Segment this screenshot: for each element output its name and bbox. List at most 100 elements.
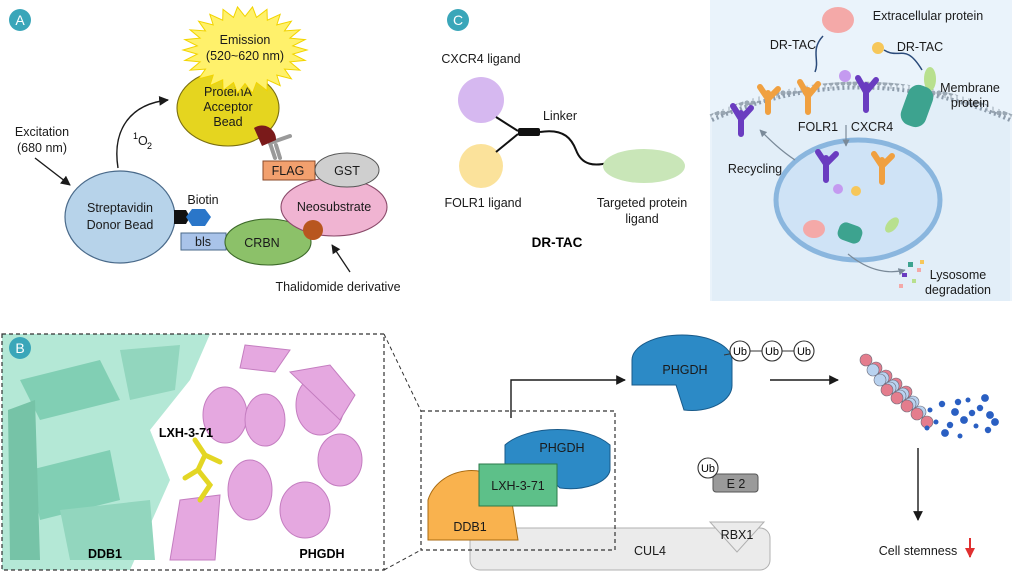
donor-bead-label-1: Streptavidin — [87, 201, 153, 215]
gst-label: GST — [334, 164, 360, 178]
peptide-dot — [924, 425, 930, 431]
peptide-dot — [933, 419, 939, 425]
peptide-dot — [973, 423, 979, 429]
ligand-connectors — [495, 116, 519, 153]
folr1-ligand-circle — [459, 144, 503, 188]
phgdh-ubiquitinated-label: PHGDH — [662, 363, 707, 377]
biotin-label: Biotin — [187, 193, 218, 207]
crbn-protein — [224, 218, 312, 266]
cxcr4-ligand-label: CXCR4 ligand — [441, 52, 520, 66]
streptavidin-cap-shape — [174, 210, 190, 224]
drtac-left-linker — [814, 35, 824, 73]
membrane-protein-label-1: Membrane — [940, 81, 1000, 95]
zoom-line-top — [383, 333, 422, 412]
peptide-dot — [965, 397, 971, 403]
acceptor-bead-label-3: Bead — [213, 115, 242, 129]
targeted-protein-ligand — [603, 149, 685, 183]
ddb1-structure-ribbon — [2, 334, 210, 570]
singlet-oxygen-label: O — [138, 134, 148, 148]
panel-c: C CXCR4 ligand FOLR1 ligand Linker Targe… — [441, 0, 1013, 301]
proteasome-subunit — [873, 373, 887, 387]
zoom-line-bottom — [383, 549, 422, 571]
degraded-fragments — [899, 260, 924, 288]
bls-label: bls — [195, 235, 211, 249]
phgdh-structure-ribbon — [169, 344, 363, 561]
extracellular-label: Extracellular protein — [873, 9, 984, 23]
protein-a-wedge — [254, 125, 277, 146]
degraded-peptides-icon — [924, 394, 999, 439]
endosome-receptor-folr1 — [871, 151, 895, 185]
donor-bead-label-2: Donor Bead — [87, 218, 154, 232]
phgdh-complex-label: PHGDH — [539, 441, 584, 455]
cxcr4-ligand-circle — [458, 77, 504, 123]
folr1-label: FOLR1 — [798, 120, 838, 134]
emission-wavelength: (520~620 nm) — [206, 49, 284, 63]
biotin-hexagon — [186, 209, 211, 226]
donor-bead — [64, 170, 176, 264]
peptide-dot — [941, 429, 949, 437]
panel-a-badge-label: A — [15, 12, 25, 28]
e2-ub-circle — [697, 457, 719, 479]
endosome-ligand-purple — [833, 184, 843, 194]
ubiquitination-arrow — [510, 375, 626, 418]
drtac-right-linker — [883, 49, 923, 71]
drtac-title: DR-TAC — [532, 235, 583, 250]
phgdh-complex-shape — [504, 429, 611, 490]
endosome-ligand-yellow — [851, 186, 861, 196]
e2-ub-label: Ub — [701, 463, 715, 475]
neosubstrate-label: Neosubstrate — [297, 200, 371, 214]
linker-label: Linker — [543, 109, 577, 123]
drtac-right-ligand — [872, 42, 884, 54]
peptide-dot — [986, 411, 994, 419]
proteasome-subunit — [900, 399, 914, 413]
recycled-receptor-2 — [757, 84, 781, 115]
panel-b: B LXH-3-71 DDB1 PHGDH CUL4 RBX1 E 2 Ub D… — [1, 333, 999, 571]
panel-c-badge — [447, 9, 469, 31]
excitation-label: Excitation — [15, 125, 69, 139]
membrane-protein-ligand — [924, 67, 936, 91]
degradation-arrow — [847, 253, 906, 276]
excitation-arrow — [34, 157, 71, 186]
complex-highlight-box — [420, 410, 616, 551]
peptide-dot — [976, 404, 984, 412]
peptide-dot — [968, 409, 976, 417]
crbn-label: CRBN — [244, 236, 279, 250]
peptide-dot — [938, 400, 946, 408]
emission-burst — [181, 5, 309, 95]
e2-label: E 2 — [727, 477, 746, 491]
panel-b-badge-label: B — [15, 340, 24, 356]
drtac-left-ligand — [839, 70, 851, 82]
proteasome-subunit — [859, 353, 873, 367]
peptide-dot — [946, 421, 954, 429]
recycling-label: Recycling — [728, 162, 782, 176]
panel-a-badge — [9, 9, 31, 31]
lxh-3-71-box-label: LXH-3-71 — [491, 479, 545, 493]
internalized-membrane-protein — [837, 222, 863, 244]
peptide-dot — [991, 418, 999, 426]
e2-enzyme — [712, 473, 759, 493]
proteasome-subunit — [890, 391, 904, 405]
singlet-oxygen-arrow — [116, 96, 169, 169]
targeted-ligand-label-2: ligand — [625, 212, 658, 226]
acceptor-bead-label-2: Acceptor — [203, 100, 252, 114]
panel-a: A Excitation (680 nm) Streptavidin Donor… — [9, 5, 401, 294]
cxcr4-label: CXCR4 — [851, 120, 893, 134]
peptide-dot — [981, 394, 989, 402]
targeted-ligand-label-1: Targeted protein — [597, 196, 687, 210]
structure-phgdh-label: PHGDH — [299, 547, 344, 561]
ddb1-label: DDB1 — [453, 520, 486, 534]
panel-b-badge — [9, 337, 31, 359]
ub-label: Ub — [765, 346, 779, 358]
cxcr4-receptor — [855, 75, 879, 113]
internalized-extracellular-protein — [803, 220, 825, 238]
extracellular-protein — [822, 7, 854, 33]
ub-circle — [793, 340, 815, 362]
thalidomide-arrow — [331, 244, 351, 273]
peptide-dot — [957, 433, 963, 439]
drtac-right-label: DR-TAC — [897, 40, 943, 54]
thalidomide-molecule — [303, 220, 323, 240]
cell-stemness-label: Cell stemness — [879, 544, 958, 558]
folr1-ligand-label: FOLR1 ligand — [444, 196, 521, 210]
